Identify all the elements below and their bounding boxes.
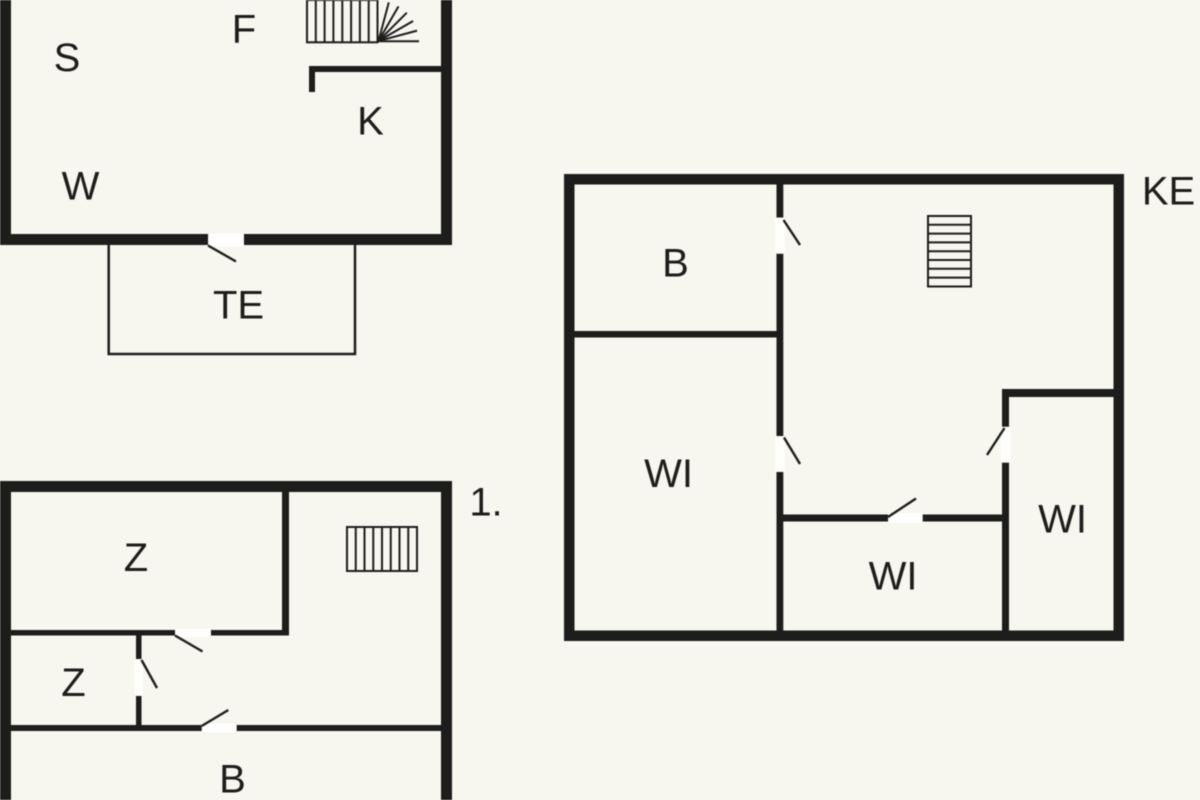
svg-text:K: K (357, 100, 384, 144)
svg-text:WI: WI (869, 555, 918, 599)
svg-text:W: W (62, 165, 100, 209)
svg-text:Z: Z (124, 536, 148, 580)
svg-text:1.: 1. (469, 481, 502, 525)
svg-text:WI: WI (644, 452, 693, 496)
svg-text:WI: WI (1038, 498, 1087, 542)
svg-text:KE: KE (1142, 170, 1195, 214)
svg-text:Z: Z (61, 661, 85, 705)
svg-text:TE: TE (213, 284, 264, 328)
svg-text:S: S (54, 36, 81, 80)
svg-text:F: F (232, 8, 256, 52)
svg-text:B: B (662, 242, 689, 286)
svg-text:B: B (219, 758, 246, 800)
